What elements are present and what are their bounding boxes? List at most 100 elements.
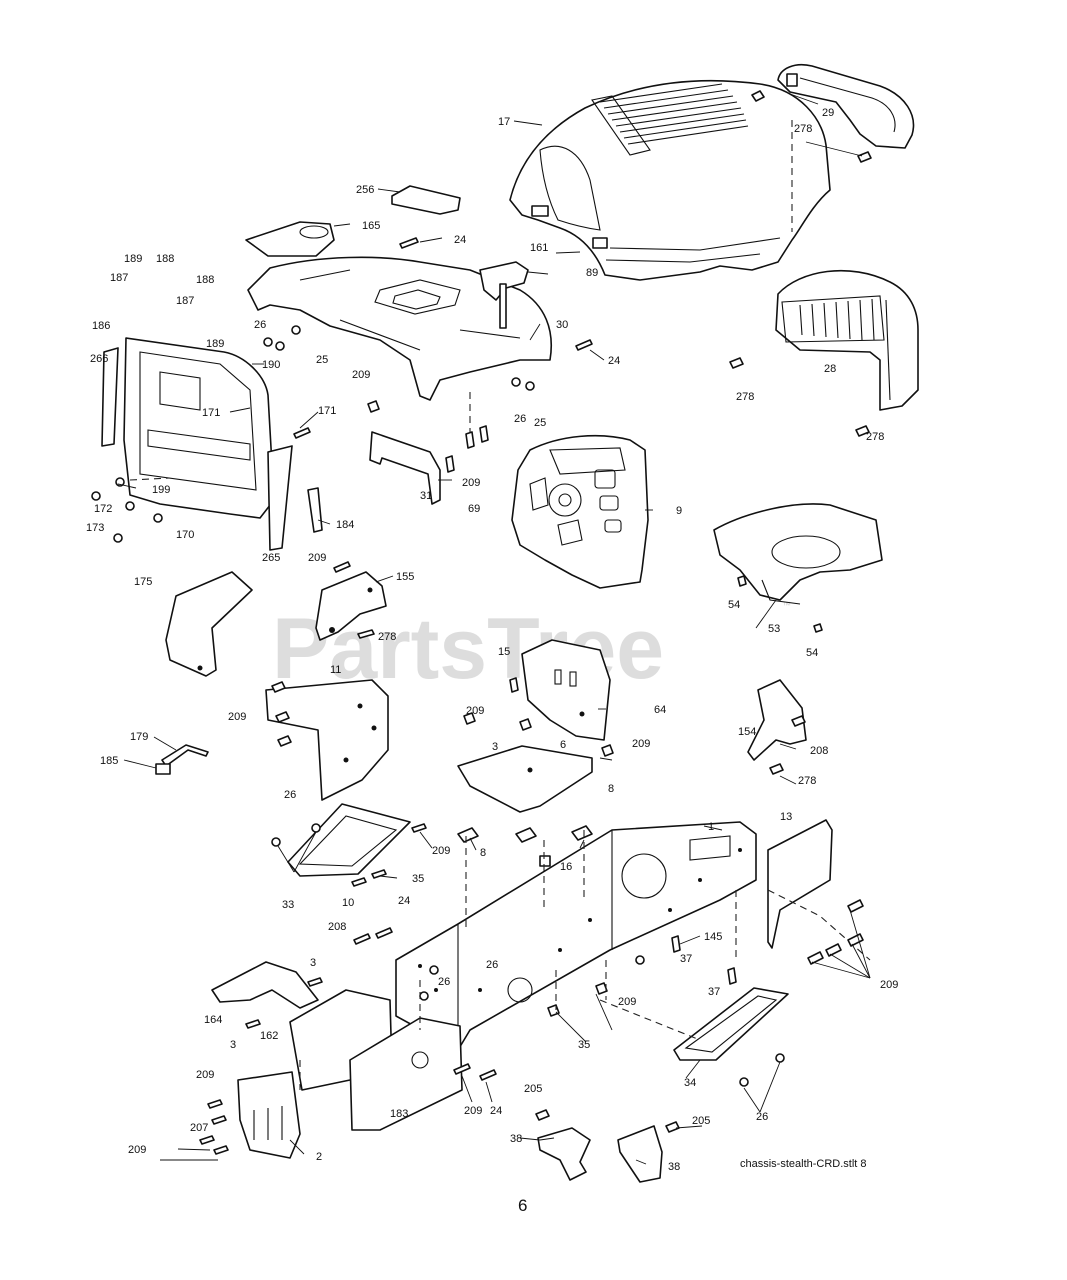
frame-holes <box>418 848 742 992</box>
callout: 30 <box>556 319 568 331</box>
callout: 187 <box>110 272 128 284</box>
shield-175-part <box>165 571 253 677</box>
callout: 17 <box>498 116 510 128</box>
callout: 25 <box>316 354 328 366</box>
console-part <box>511 434 649 589</box>
assembly-dashed-lines <box>129 477 737 1090</box>
callout: 13 <box>780 811 792 823</box>
callout: 209 <box>308 552 326 564</box>
callout: 11 <box>330 664 341 676</box>
callout: 34 <box>684 1077 696 1089</box>
callout: 164 <box>204 1014 222 1026</box>
callout-labels: 17 29 278 256 165 24 161 89 189 188 187 … <box>86 107 898 1173</box>
floor-plate-6-part <box>457 745 593 813</box>
callout: 209 <box>128 1144 146 1156</box>
callout: 3 <box>310 957 316 969</box>
callout: 37 <box>680 953 692 965</box>
bracket-38-right-part <box>617 1125 663 1183</box>
callout: 209 <box>462 477 480 489</box>
callout: 2 <box>316 1151 322 1163</box>
hardware-bolts <box>91 237 870 1155</box>
callout: 37 <box>708 986 720 998</box>
callout: 209 <box>196 1069 214 1081</box>
callout: 24 <box>398 895 410 907</box>
bracket-38-left-part <box>537 1127 591 1181</box>
cover-256-part <box>391 185 461 215</box>
callout: 6 <box>560 739 566 751</box>
plate-11-part <box>265 679 389 801</box>
bracket-31-part <box>369 431 441 505</box>
callout: 209 <box>464 1105 482 1117</box>
callout: 145 <box>704 931 722 943</box>
callout: 189 <box>124 253 142 265</box>
callout: 278 <box>378 631 396 643</box>
callout: 38 <box>510 1133 522 1145</box>
dash-panel-part <box>247 256 552 401</box>
callout: 155 <box>396 571 414 583</box>
clip-16-part <box>539 855 551 867</box>
callout: 10 <box>342 897 354 909</box>
bracket-64-part <box>521 639 611 741</box>
callout: 24 <box>608 355 620 367</box>
callout: 24 <box>454 234 466 246</box>
callout: 26 <box>486 959 498 971</box>
rod-179-part <box>161 744 209 767</box>
callout: 28 <box>824 363 836 375</box>
callout: 8 <box>608 783 614 795</box>
callout: 205 <box>524 1083 542 1095</box>
clip-185-part <box>155 763 171 775</box>
callout: 185 <box>100 755 118 767</box>
pedal-tray-34-part <box>673 987 789 1061</box>
callout: 266 <box>90 353 108 365</box>
diagram-filename-caption: chassis-stealth-CRD.stlt 8 <box>740 1158 867 1170</box>
callout: 3 <box>492 741 498 753</box>
callout: 26 <box>438 976 450 988</box>
pedal-tray-33-part <box>287 803 411 877</box>
callout: 184 <box>336 519 354 531</box>
callout: 207 <box>190 1122 208 1134</box>
callout: 35 <box>412 873 424 885</box>
callout: 8 <box>480 847 486 859</box>
callout: 154 <box>738 726 756 738</box>
main-frame-1-part <box>395 821 757 1051</box>
callout: 161 <box>530 242 548 254</box>
grille-part <box>775 269 919 411</box>
bracket-265-part <box>267 445 293 551</box>
callout: 209 <box>632 738 650 750</box>
callout: 265 <box>262 552 280 564</box>
callout: 209 <box>432 845 450 857</box>
bracket-155-part <box>315 571 387 641</box>
callout: 171 <box>318 405 336 417</box>
hood-grille-vents <box>599 83 749 145</box>
callout: 208 <box>328 921 346 933</box>
callout: 209 <box>618 996 636 1008</box>
callout: 179 <box>130 731 148 743</box>
fender-pan-part <box>713 503 883 605</box>
callout: 209 <box>228 711 246 723</box>
plate-13-part <box>767 819 833 949</box>
callout: 165 <box>362 220 380 232</box>
callout: 89 <box>586 267 598 279</box>
callout: 54 <box>728 599 740 611</box>
callout: 24 <box>490 1105 502 1117</box>
callout: 208 <box>810 745 828 757</box>
callout: 26 <box>756 1111 768 1123</box>
callout: 189 <box>206 338 224 350</box>
callout: 3 <box>230 1039 236 1051</box>
callout: 188 <box>196 274 214 286</box>
callout: 170 <box>176 529 194 541</box>
callout: 278 <box>736 391 754 403</box>
front-panel-170-part <box>123 337 275 519</box>
callout: 16 <box>560 861 572 873</box>
callout: 69 <box>468 503 480 515</box>
callout: 187 <box>176 295 194 307</box>
callout: 38 <box>668 1161 680 1173</box>
callout: 172 <box>94 503 112 515</box>
callout: 33 <box>282 899 294 911</box>
callout: 183 <box>390 1108 408 1120</box>
grille-slots <box>799 298 875 341</box>
callout: 256 <box>356 184 374 196</box>
callout: 173 <box>86 522 104 534</box>
callout: 209 <box>466 705 484 717</box>
